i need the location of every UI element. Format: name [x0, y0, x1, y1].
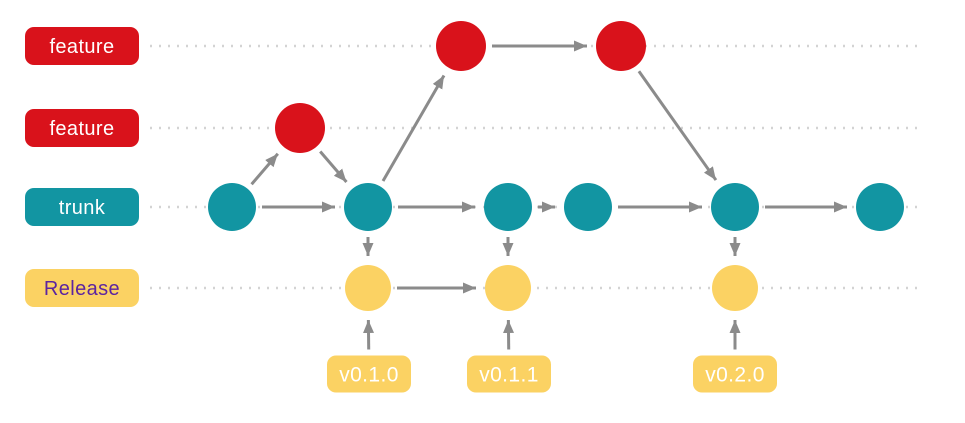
version-tag-label-tag-v020: v0.2.0: [705, 364, 765, 387]
lane-badge-release: [25, 269, 139, 307]
merge-arrow-feature-top-2-to-trunk-5: [637, 70, 718, 181]
merge-arrow-trunk-1-to-feature-mid-1: [250, 152, 279, 186]
commit-node-release-2: [485, 265, 531, 311]
version-tag-tag-v010: [327, 355, 411, 393]
merge-arrow-trunk-2-to-feature-top-1: [381, 74, 446, 182]
commit-node-release-3: [712, 265, 758, 311]
lane-badge-feature-1: [25, 27, 139, 65]
commit-node-feature-mid-1: [275, 103, 325, 153]
lane-badge-feature-2: [25, 109, 139, 147]
commit-node-trunk-2: [344, 183, 392, 231]
commit-node-trunk-5: [711, 183, 759, 231]
commit-node-feature-top-1: [436, 21, 486, 71]
version-tag-tag-v011: [467, 355, 551, 393]
lane-badge-label-feature-2: feature: [49, 118, 114, 140]
commit-node-trunk-4: [564, 183, 612, 231]
version-tag-label-tag-v011: v0.1.1: [479, 364, 539, 387]
lane-badge-label-release: Release: [44, 278, 120, 300]
commit-node-trunk-3: [484, 183, 532, 231]
commit-node-trunk-6: [856, 183, 904, 231]
commit-node-release-1: [345, 265, 391, 311]
lane-badge-label-feature-1: feature: [49, 36, 114, 58]
lane-badge-label-trunk: trunk: [59, 197, 106, 219]
merge-arrow-feature-mid-1-to-trunk-2: [319, 150, 348, 183]
commit-node-feature-top-2: [596, 21, 646, 71]
version-tag-tag-v020: [693, 355, 777, 393]
lane-badge-trunk: [25, 188, 139, 226]
version-tag-label-tag-v010: v0.1.0: [339, 364, 399, 387]
commit-node-trunk-1: [208, 183, 256, 231]
